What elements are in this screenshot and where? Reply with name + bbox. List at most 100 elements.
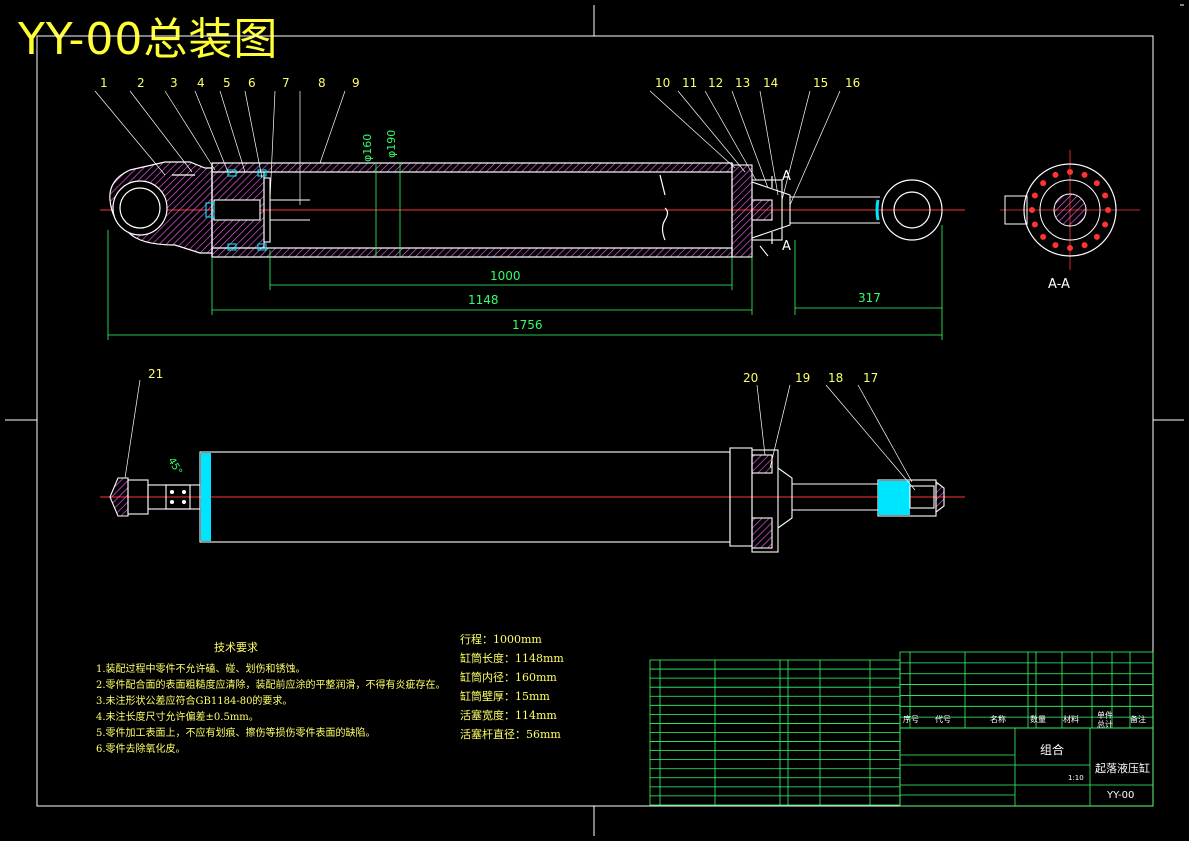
bolt-hole xyxy=(1093,233,1100,240)
header-remarks: 备注 xyxy=(1130,714,1146,724)
bolt-hole xyxy=(1102,192,1109,199)
callout-19: 19 xyxy=(795,371,810,385)
callout-11: 11 xyxy=(682,76,697,90)
dim-stroke: 1000 xyxy=(490,269,521,283)
spec-bore: 缸筒内径：160mm xyxy=(460,671,557,684)
tech-item: 4.未注长度尺寸允许偏差±0.5mm。 xyxy=(96,712,259,723)
bolt-hole xyxy=(1067,169,1073,175)
callout-2: 2 xyxy=(137,76,145,90)
callout-14: 14 xyxy=(763,76,778,90)
spec-wall: 缸筒壁厚：15mm xyxy=(460,690,550,703)
rear-clevis-elevation: 45° xyxy=(109,456,201,517)
elevation-view: 45° xyxy=(100,367,965,553)
assembly-label: 组合 xyxy=(1040,742,1064,757)
sheet-frame xyxy=(5,4,1184,836)
section-marker-top: A xyxy=(782,169,791,184)
dim-inner-diameter: φ160 xyxy=(361,134,374,162)
section-label: A-A xyxy=(1048,277,1070,292)
callout-4: 4 xyxy=(197,76,205,90)
header-qty: 数量 xyxy=(1030,714,1046,724)
tech-item: 6.零件去除氧化皮。 xyxy=(96,744,186,755)
callout-17: 17 xyxy=(863,371,878,385)
dim-outer-diameter: φ190 xyxy=(385,130,398,158)
bolt-hole xyxy=(1031,221,1038,228)
bolt-hole xyxy=(1093,180,1100,187)
front-head-elevation xyxy=(729,447,793,553)
bolt-hole xyxy=(1052,171,1059,178)
bolt-hole xyxy=(1081,171,1088,178)
callouts-bottom: 21 20 19 18 17 xyxy=(148,367,878,385)
dim-rod-extension: 317 xyxy=(858,291,881,305)
leader-lines-bottom xyxy=(124,379,916,491)
bolt-hole xyxy=(1102,221,1109,228)
header-code: 代号 xyxy=(935,714,951,724)
piston-assembly xyxy=(205,169,310,251)
callout-3: 3 xyxy=(170,76,178,90)
bolt-hole xyxy=(1105,207,1111,213)
header-material: 材料 xyxy=(1063,714,1079,724)
tech-heading: 技术要求 xyxy=(214,641,258,654)
header-no: 序号 xyxy=(903,714,919,724)
tech-item: 2.零件配合面的表面粗糙度应清除，装配前应涂的平整润滑，不得有炎疵存在。 xyxy=(96,680,446,691)
spec-rod-diameter: 活塞杆直径：56mm xyxy=(460,728,561,741)
tech-item: 1.装配过程中零件不允许磕、碰、划伤和锈蚀。 xyxy=(96,664,306,675)
callout-20: 20 xyxy=(743,371,758,385)
section-marker-bottom: A xyxy=(782,239,791,254)
callout-18: 18 xyxy=(828,371,843,385)
callout-12: 12 xyxy=(708,76,723,90)
parts-list xyxy=(649,651,1154,807)
drawing-number: YY-00 xyxy=(1106,790,1134,801)
bolt-hole xyxy=(1031,192,1038,199)
section-a-a: A-A xyxy=(1000,150,1140,292)
diameter-dimensions: φ160 φ190 xyxy=(361,130,401,257)
callout-21: 21 xyxy=(148,367,163,381)
callout-16: 16 xyxy=(845,76,860,90)
parts-list-left-grid xyxy=(650,660,900,805)
callout-15: 15 xyxy=(813,76,828,90)
callout-6: 6 xyxy=(248,76,256,90)
bolt-hole xyxy=(1040,180,1047,187)
spec-barrel-length: 缸筒长度：1148mm xyxy=(460,652,564,665)
callout-13: 13 xyxy=(735,76,750,90)
piston-rod xyxy=(790,196,880,224)
header-name: 名称 xyxy=(990,714,1006,724)
callout-10: 10 xyxy=(655,76,670,90)
drawing-title: YY-00总装图 xyxy=(18,14,279,65)
parts-list-right-grid xyxy=(900,652,1153,729)
bolt-hole xyxy=(1067,245,1073,251)
callout-8: 8 xyxy=(318,76,326,90)
spec-stroke: 行程：1000mm xyxy=(460,633,542,646)
bolt-hole xyxy=(1040,233,1047,240)
callout-1: 1 xyxy=(100,76,108,90)
technical-requirements: 技术要求 1.装配过程中零件不允许磕、碰、划伤和锈蚀。 2.零件配合面的表面粗糙… xyxy=(96,640,446,758)
spec-piston-width: 活塞宽度：114mm xyxy=(460,709,557,722)
dim-barrel-length: 1148 xyxy=(468,293,499,307)
rod-elevation xyxy=(792,479,945,517)
bolt-holes xyxy=(1029,169,1111,251)
section-marks: A A xyxy=(771,169,791,254)
header-total: 总计 xyxy=(1097,719,1113,729)
callouts-top: 1 2 3 4 5 6 7 8 9 10 11 12 13 14 15 16 xyxy=(100,76,860,90)
tech-item: 3.未注形状公差应符合GB1184-80的要求。 xyxy=(96,696,293,707)
length-dimensions: 1000 1148 317 1756 xyxy=(107,225,943,340)
bolt-hole xyxy=(1052,242,1059,249)
dim-angle: 45° xyxy=(165,456,183,477)
cylinder-specs: 行程：1000mm 缸筒长度：1148mm 缸筒内径：160mm 缸筒壁厚：15… xyxy=(460,630,564,744)
callout-9: 9 xyxy=(352,76,360,90)
scale: 1:10 xyxy=(1068,774,1084,782)
border xyxy=(36,35,1154,807)
front-gland xyxy=(731,164,791,258)
parts-list-headers: 序号 代号 名称 数量 材料 单件 总计 备注 组合 起落液压缸 YY-00 1… xyxy=(903,710,1150,801)
part-name: 起落液压缸 xyxy=(1095,761,1150,775)
header-unit: 单件 xyxy=(1097,710,1113,720)
leader-lines-top xyxy=(94,90,841,206)
section-view: A A φ160 φ190 1000 1148 317 1756 xyxy=(94,76,965,340)
dim-overall-length: 1756 xyxy=(512,318,543,332)
callout-5: 5 xyxy=(223,76,231,90)
rod-eye xyxy=(875,179,943,241)
bolt-hole xyxy=(1029,207,1035,213)
bolt-hole xyxy=(1081,242,1088,249)
rear-clevis xyxy=(109,161,213,254)
tech-item: 5.零件加工表面上，不应有划痕、擦伤等损伤零件表面的缺陷。 xyxy=(96,728,376,739)
callout-7: 7 xyxy=(282,76,290,90)
